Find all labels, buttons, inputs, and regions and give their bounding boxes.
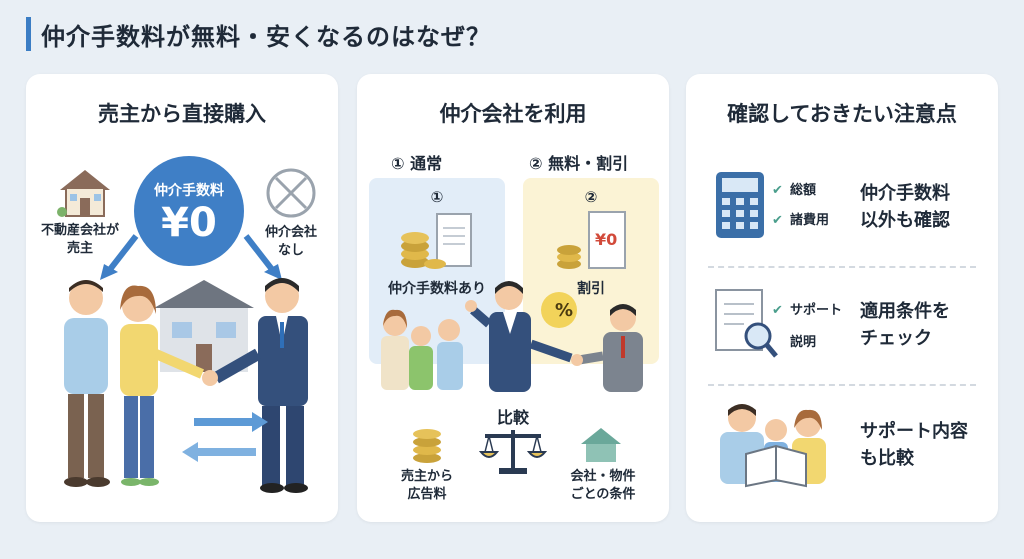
item1-text: 仲介手数料 以外も確認 [860,183,950,231]
section-divider [708,384,976,386]
item2-check1: サポート [790,303,843,318]
item2-check2: 説明 [790,335,817,350]
page-title: 仲介手数料が無料・安くなるのはなぜ？ [41,22,491,51]
family-reading-illustration [720,404,826,488]
agent-use-card: 仲介会社を利用 ① 通常 ② 無料・割引 ① 仲介手数料あり ② ¥0 割引 [357,74,669,522]
caution-title: 確認しておきたい注意点 [727,102,957,126]
house-outline-icon [581,428,621,462]
check-icon: ✔ [772,183,783,198]
no-agent-label: 仲介会社 なし [264,225,317,258]
caution-card: 確認しておきたい注意点 ✔ 総額 ✔ 諸費用 仲介手数料 以外も確認 ✔ サポー… [686,74,998,522]
discount-receipt-icon [557,211,626,269]
conditions-label: 会社・物件 ごとの条件 [570,469,636,502]
panel2-label: 割引 [577,281,605,297]
diagonal-arrows [100,234,282,280]
title-accent-bar [26,17,31,51]
coins-receipt-icon [401,213,472,269]
item1-check2: 諸費用 [790,213,830,228]
house-icon [57,170,110,217]
fee-zero-badge: 仲介手数料 ¥0 [134,156,244,266]
fee-badge-label: 仲介手数料 [154,183,224,199]
option2-heading: ② 無料・割引 [529,154,629,173]
option1-heading: ① 通常 [391,154,443,173]
handshake-illustration [64,278,308,493]
family-agent-illustration [381,281,643,392]
agent-use-title: 仲介会社を利用 [439,102,587,126]
direct-purchase-card: 売主から直接購入 不動産会社が 売主 仲介手数料 ¥0 仲介会社 なし [26,74,338,522]
item2-text: 適用条件を チェック [860,301,950,349]
item1-check1: 総額 [790,183,817,198]
panel2-receipt-value: ¥0 [595,230,618,249]
seller-ad-fee-label: 売主から 広告料 [400,469,453,502]
page-header: 仲介手数料が無料・安くなるのはなぜ？ [26,16,491,52]
panel1-number: ① [430,188,444,206]
check-icon: ✔ [772,303,783,318]
seller-company-label: 不動産会社が 売主 [40,223,119,256]
fee-badge-value: ¥0 [161,200,217,246]
calculator-icon [716,172,764,238]
panel2-number: ② [584,188,598,206]
item3-text: サポート内容 も比較 [860,421,968,469]
document-magnifier-icon [715,289,778,358]
panel1-label: 仲介手数料あり [388,281,486,297]
check-icon: ✔ [772,213,783,228]
compare-label: 比較 [496,408,529,427]
scale-icon [479,430,547,474]
direct-purchase-title: 売主から直接購入 [98,102,266,126]
no-agent-icon [266,168,316,218]
section-divider [708,266,976,268]
coin-stack-icon [413,429,441,463]
percent-symbol: % [554,300,574,321]
